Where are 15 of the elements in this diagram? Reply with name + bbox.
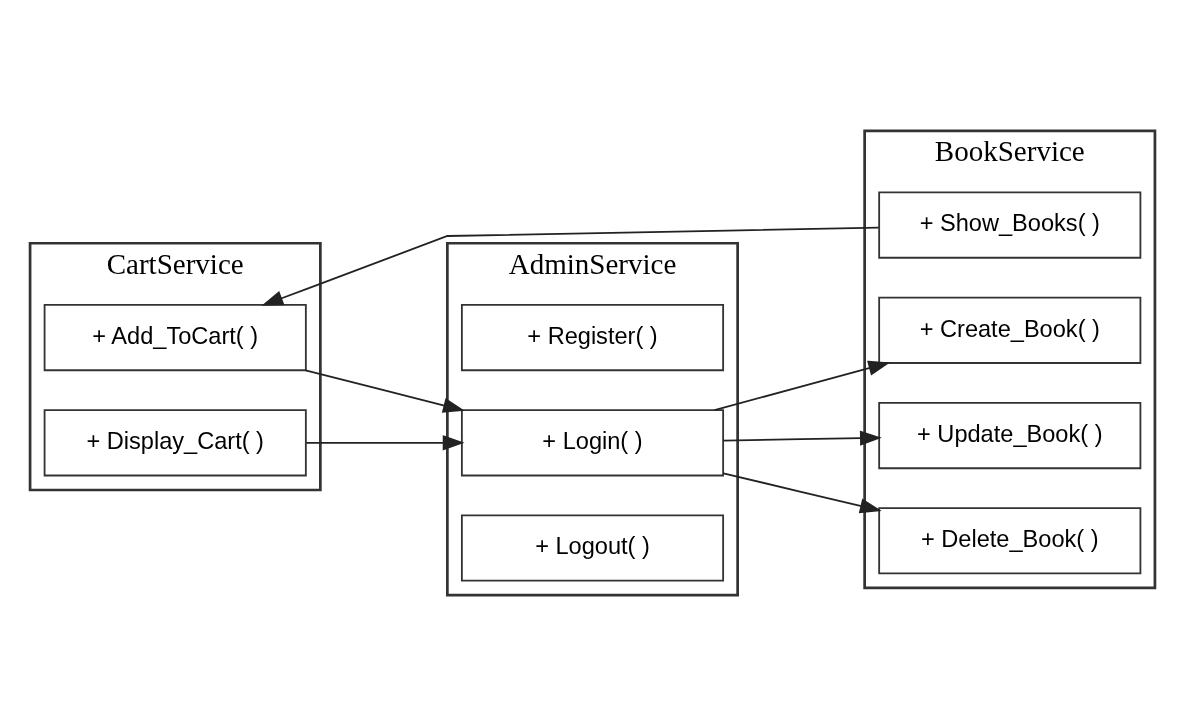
arrow [305,435,465,451]
node-box: + Login( ) [460,409,725,477]
arrow [261,226,880,306]
node-box: + Display_Cart( ) [43,409,307,477]
node-box: + Update_Book( ) [878,402,1142,470]
node-box: + Add_ToCart( ) [43,304,307,372]
arrow [722,472,882,514]
node-box: + Create_Book( ) [878,296,1142,364]
node-box: + Delete_Book( ) [878,507,1142,575]
arrow [304,369,465,413]
arrow [713,360,891,412]
node-box: + Show_Books( ) [878,191,1142,259]
arrow [722,430,882,446]
node-box: + Logout( ) [460,514,725,582]
node-box: + Register( ) [460,304,725,372]
